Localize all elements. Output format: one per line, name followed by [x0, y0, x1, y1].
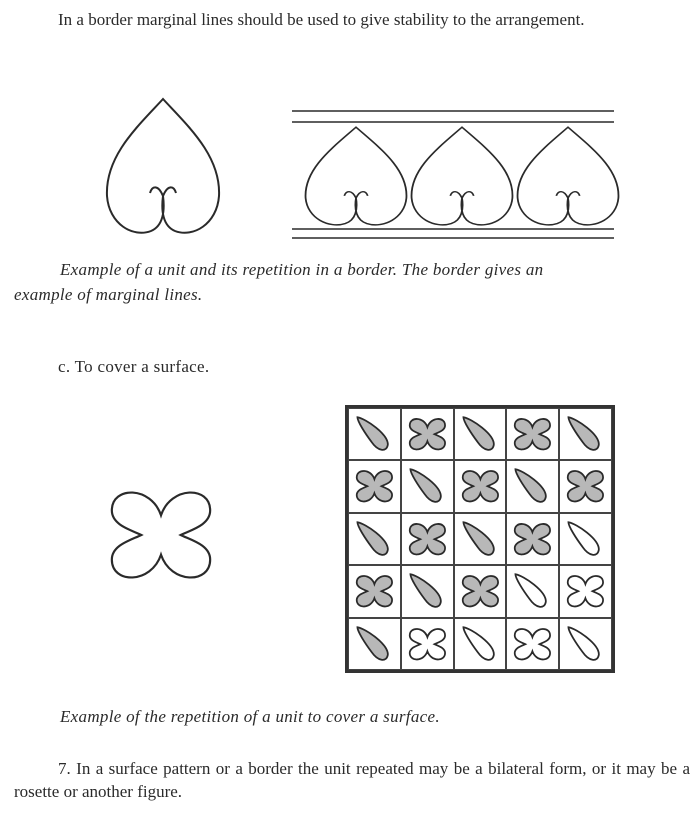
grid-cell — [506, 408, 560, 461]
leaf-outline-icon — [514, 573, 548, 608]
leaf-outline-icon — [567, 521, 600, 556]
leaf-filled-icon — [514, 468, 548, 504]
leaf-outline-icon — [462, 625, 495, 661]
grid-cell — [506, 565, 560, 618]
caption-border-line-2: example of marginal lines. — [14, 285, 203, 304]
caption-surface: Example of the repetition of a unit to c… — [60, 707, 440, 726]
cross-filled-icon — [461, 470, 499, 503]
cross-filled-icon — [408, 418, 446, 451]
heart-unit-figure — [105, 98, 221, 234]
leaf-filled-icon — [356, 625, 389, 661]
grid-cell — [400, 512, 454, 566]
cross-outline-icon — [408, 627, 446, 660]
grid-cell — [506, 512, 560, 566]
cross-filled-icon — [355, 470, 393, 503]
heart-border-figure — [292, 110, 620, 239]
grid-cell — [506, 460, 560, 513]
grid-cell — [348, 565, 401, 618]
heading-cover-surface: c. To cover a surface. — [58, 357, 210, 376]
leaf-outline-icon — [567, 625, 600, 661]
paragraph-7: 7. In a surface pattern or a border the … — [14, 759, 690, 801]
grid-cell — [400, 460, 454, 513]
caption-border-line-1: Example of a unit and its repetition in … — [60, 260, 544, 279]
cross-filled-icon — [514, 522, 552, 556]
grid-cell — [400, 565, 454, 618]
leaf-filled-icon — [356, 416, 389, 451]
grid-cell — [559, 408, 612, 461]
grid-cell — [453, 512, 507, 566]
grid-cell — [348, 460, 401, 513]
leaf-filled-icon — [462, 521, 495, 556]
grid-cell — [559, 617, 612, 670]
paragraph-marginal-lines: In a border marginal lines should be use… — [58, 10, 585, 29]
grid-cell — [453, 408, 507, 461]
leaf-filled-icon — [409, 573, 442, 608]
cross-unit-figure — [110, 491, 212, 579]
grid-cell — [348, 408, 401, 461]
cross-filled-icon — [514, 418, 552, 451]
grid-cell — [453, 617, 507, 670]
grid-cell — [348, 512, 401, 566]
cross-outline-icon — [514, 627, 552, 660]
grid-cell — [559, 460, 612, 513]
leaf-filled-icon — [409, 468, 442, 504]
cross-filled-icon — [461, 575, 499, 608]
grid-cell — [400, 408, 454, 461]
cross-outline-icon — [567, 575, 605, 608]
grid-cell — [400, 617, 454, 670]
leaf-filled-icon — [462, 416, 495, 451]
grid-cell — [559, 565, 612, 618]
leaf-filled-icon — [356, 521, 389, 556]
cross-filled-icon — [355, 575, 393, 608]
grid-cell — [453, 565, 507, 618]
cross-filled-icon — [567, 470, 605, 503]
grid-cell — [453, 460, 507, 513]
grid-cell — [559, 512, 612, 566]
surface-pattern-grid — [345, 405, 615, 673]
leaf-filled-icon — [567, 416, 600, 451]
cross-filled-icon — [408, 522, 446, 556]
grid-cell — [506, 617, 560, 670]
grid-cell — [348, 617, 401, 670]
